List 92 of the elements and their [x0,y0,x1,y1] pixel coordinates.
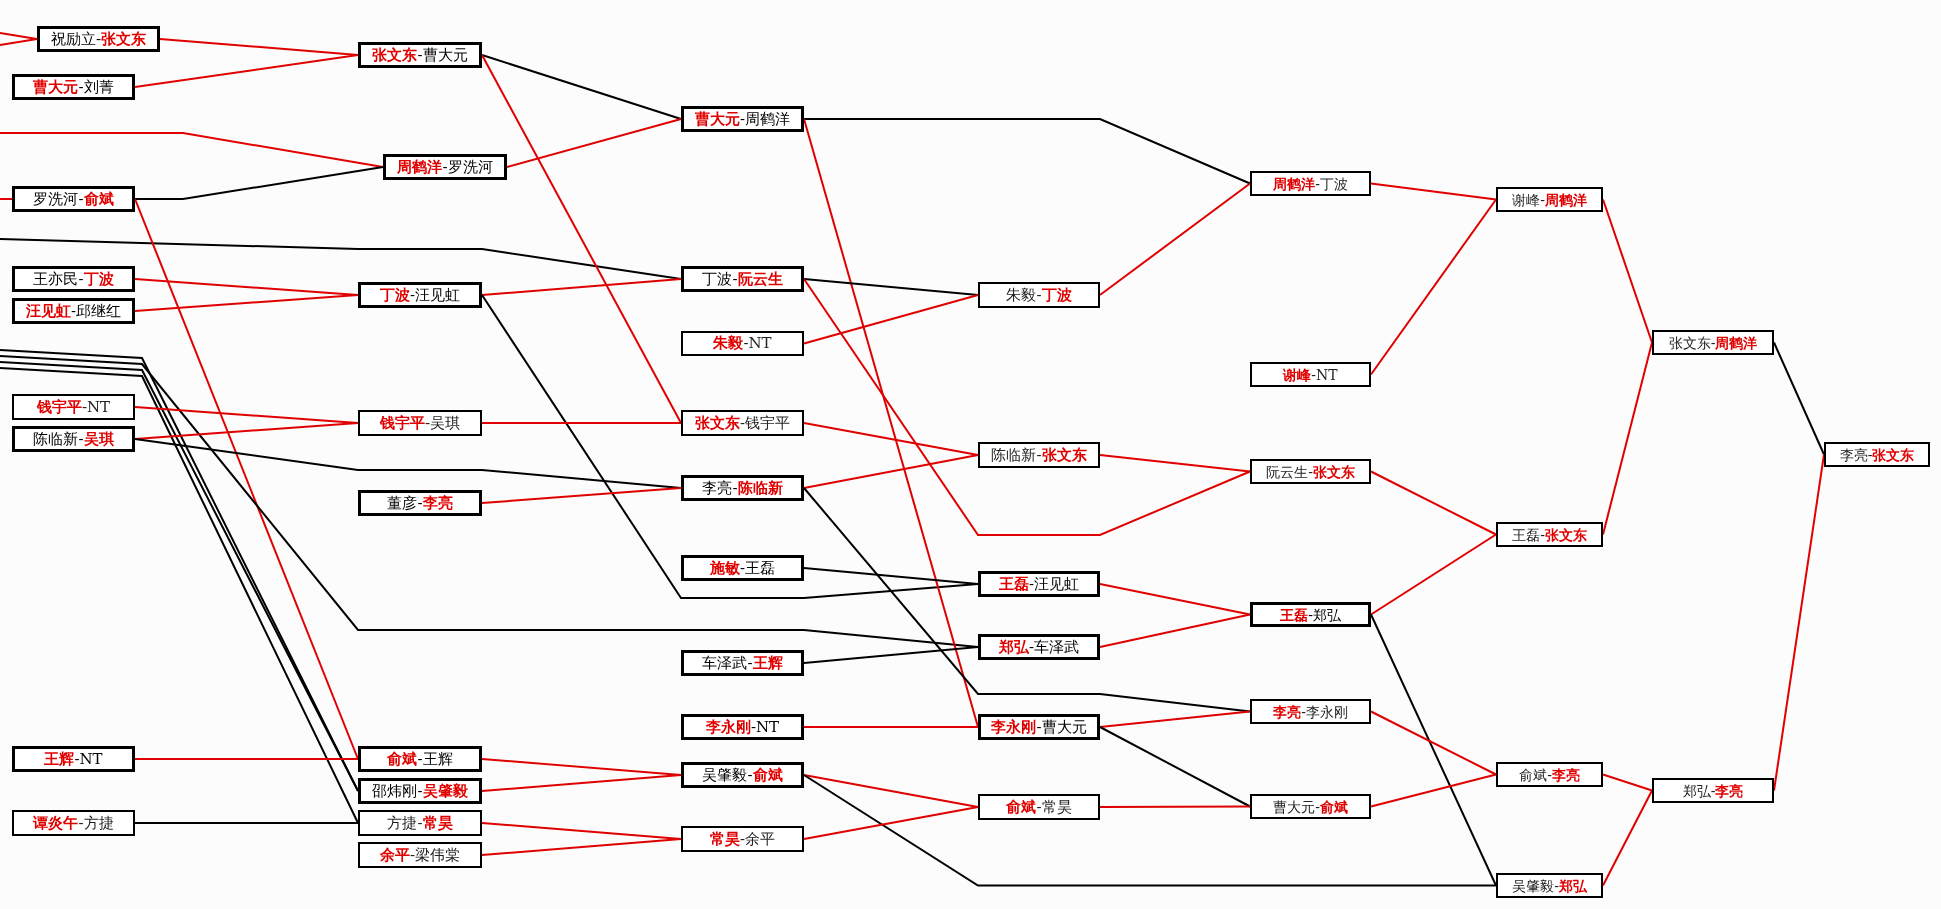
bracket-line [481,54,682,120]
match-box: 周鹤洋-丁波 [1250,171,1371,196]
bracket-line [1370,470,1497,536]
bracket-line [481,422,682,424]
match-box: 曹大元-周鹤洋 [681,106,804,132]
match-box: 王磊-汪见虹 [978,571,1100,597]
match-box: 俞斌-李亮 [1496,762,1603,787]
bracket-line [1099,726,1251,808]
match-box: 丁波-阮云生 [681,266,804,292]
match-box: 李永刚-曹大元 [978,714,1100,740]
bracket-line [134,758,359,760]
match-box: 钱宇平-吴琪 [358,410,482,436]
bracket-line [1370,613,1497,887]
match-box: 陈临新-张文东 [978,442,1100,468]
bracket-line [1099,182,1251,296]
match-box: 钱宇平-NT [12,394,135,420]
match-box: 谢峰-NT [1250,362,1371,387]
match-box: 张文东-周鹤洋 [1652,330,1774,355]
bracket-line [134,166,384,200]
bracket-line [1370,533,1497,616]
match-box: 朱毅-丁波 [978,282,1100,308]
bracket-line [481,54,682,424]
match-box: 李亮-李永刚 [1250,699,1371,724]
bracket-line [803,118,1251,185]
bracket-line [1370,710,1497,776]
match-box: 王磊-张文东 [1496,522,1603,547]
match-box: 郑弘-车泽武 [978,634,1100,660]
bracket-line [481,487,682,504]
bracket-line [803,567,979,585]
bracket-line [481,278,682,296]
bracket-line [481,838,682,856]
bracket-line [1773,341,1825,456]
bracket-line [1099,454,1251,473]
match-box: 俞斌-常昊 [978,794,1100,820]
match-box: 俞斌-王辉 [358,746,482,772]
match-box: 丁波-汪见虹 [358,282,482,308]
match-box: 施敏-王磊 [681,555,804,581]
bracket-line [1099,710,1251,728]
bracket-line [0,198,13,200]
bracket-line [1370,773,1497,808]
match-box: 祝励立-张文东 [37,26,160,52]
bracket-line [803,294,979,345]
match-box: 谭炎午-方捷 [12,810,135,836]
bracket-line [134,822,359,824]
bracket-line [1602,789,1653,887]
match-box: 陈临新-吴琪 [12,426,135,452]
bracket-line [1370,182,1497,201]
bracket-line [803,454,979,489]
bracket-line [134,294,359,312]
bracket-line [803,487,1251,713]
match-box: 李亮-陈临新 [681,475,804,501]
bracket-line [481,774,682,792]
bracket-line [803,726,979,728]
bracket-line [1099,583,1251,616]
match-box: 罗洗河-俞斌 [12,186,135,212]
match-box: 张文东-曹大元 [358,42,482,68]
match-box: 朱毅-NT [681,331,804,356]
match-box: 汪见虹-邱继红 [12,298,135,324]
bracket-line [506,118,682,168]
bracket-line [1099,805,1251,808]
bracket-line [1099,613,1251,648]
match-box: 郑弘-李亮 [1652,778,1774,803]
match-box: 谢峰-周鹤洋 [1496,187,1603,212]
bracket-line [803,646,979,664]
bracket-line [803,278,1251,536]
match-box: 周鹤洋-罗洗河 [383,154,507,180]
match-box: 方捷-常昊 [358,810,482,836]
bracket-line [803,278,979,296]
match-box: 李永刚-NT [681,714,804,740]
bracket-line [134,54,359,88]
match-box: 李亮-张文东 [1824,442,1930,467]
match-box: 王辉-NT [12,746,135,772]
match-box: 余平-梁伟棠 [358,842,482,868]
match-box: 阮云生-张文东 [1250,459,1371,484]
match-box: 吴肇毅-郑弘 [1496,873,1603,898]
match-box: 吴肇毅-俞斌 [681,762,804,788]
match-box: 董彦-李亮 [358,490,482,516]
match-box: 曹大元-刘菁 [12,74,135,100]
match-box: 曹大元-俞斌 [1250,794,1371,819]
bracket-line [803,774,1497,887]
match-box: 王磊-郑弘 [1250,602,1371,627]
bracket-line [803,806,979,840]
bracket-line [1370,198,1497,376]
bracket-line [134,198,359,760]
match-box: 常昊-余平 [681,826,804,852]
match-box: 张文东-钱宇平 [681,410,804,436]
match-box: 邵炜刚-吴肇毅 [358,778,482,804]
match-box: 王亦民-丁波 [12,266,135,292]
bracket-line [1602,773,1653,792]
match-box: 车泽武-王辉 [681,650,804,676]
bracket-line [0,38,38,46]
bracket-line [803,118,979,728]
